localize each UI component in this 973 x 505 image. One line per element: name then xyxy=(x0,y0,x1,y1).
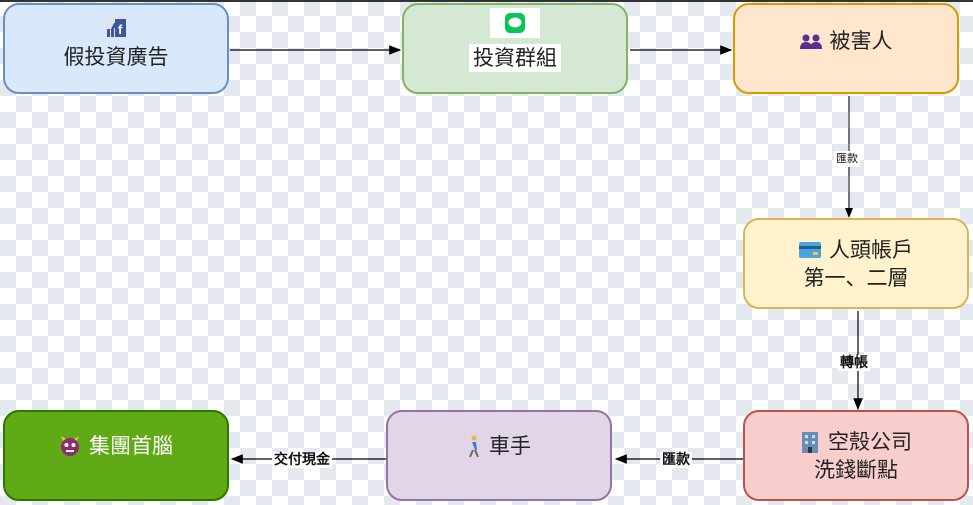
edge-label-mule-to-shell: 轉帳 xyxy=(838,355,870,371)
node-runner[interactable]: 車手 xyxy=(386,410,612,501)
facebook-like-icon: f xyxy=(105,17,127,39)
node-label: 車手 xyxy=(489,434,531,458)
edge-label-runner-to-boss: 交付現金 xyxy=(272,452,332,468)
node-label-line2: 洗錢斷點 xyxy=(814,457,898,482)
walking-person-icon xyxy=(469,435,479,457)
node-fake-ad[interactable]: f 假投資廣告 xyxy=(3,3,229,94)
node-victim[interactable]: 被害人 xyxy=(733,3,959,94)
office-building-icon xyxy=(802,431,818,453)
line-icon-container xyxy=(490,8,540,38)
node-label: 被害人 xyxy=(829,29,893,53)
node-shell-company[interactable]: 空殼公司 洗錢斷點 xyxy=(743,410,969,501)
svg-text:f: f xyxy=(118,22,123,37)
node-boss[interactable]: 集團首腦 xyxy=(3,410,229,501)
ogre-icon xyxy=(61,436,79,456)
line-app-icon xyxy=(505,13,525,33)
edge-label-shell-to-runner: 匯款 xyxy=(660,452,692,468)
node-label-line1: 空殼公司 xyxy=(828,429,912,454)
people-icon xyxy=(799,34,822,49)
node-label: 集團首腦 xyxy=(89,434,173,458)
node-label-line1: 人頭帳戶 xyxy=(829,237,913,262)
node-label: 假投資廣告 xyxy=(63,45,169,69)
node-label: 投資群組 xyxy=(469,44,561,72)
edge-label-victim-to-mule: 匯款 xyxy=(834,151,860,167)
node-mule-account[interactable]: 人頭帳戶 第一、二層 xyxy=(743,218,969,309)
credit-card-icon xyxy=(799,241,821,258)
node-label-line2: 第一、二層 xyxy=(803,265,909,290)
node-investment-group[interactable]: 投資群組 xyxy=(402,3,628,94)
top-border xyxy=(0,0,973,2)
